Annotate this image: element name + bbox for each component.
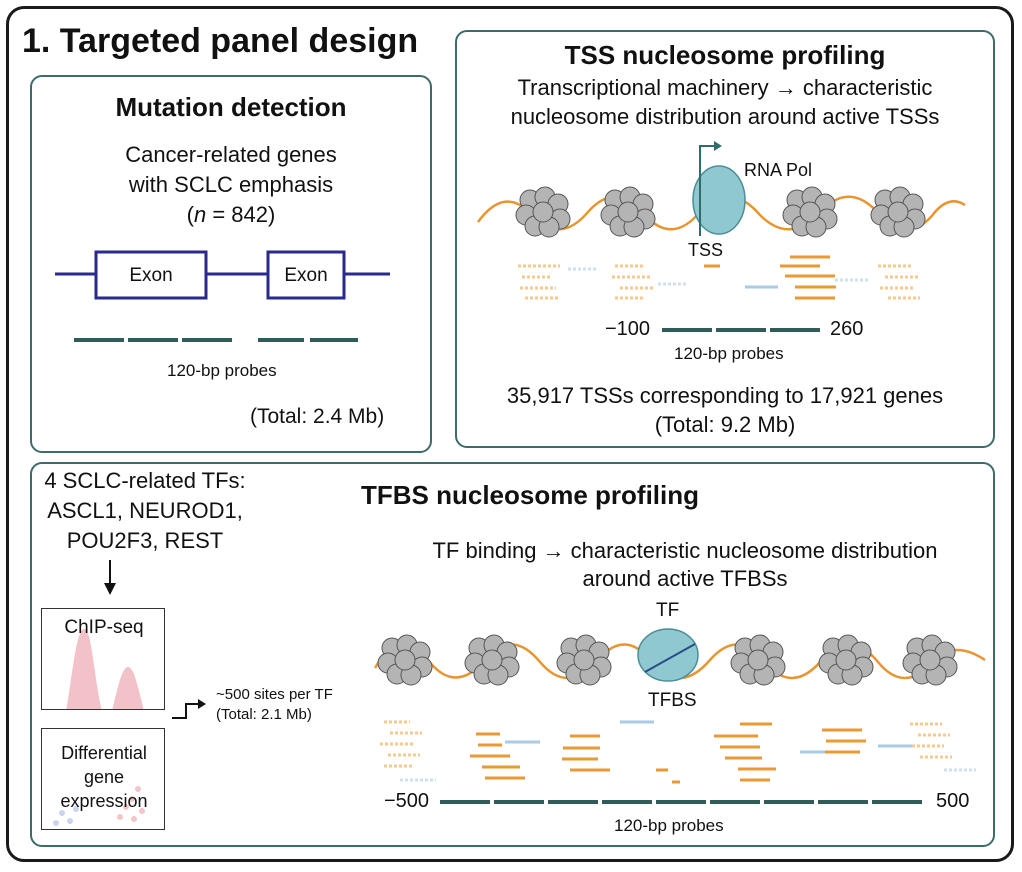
tss-arrow-icon [699,145,718,236]
exon-label-2: Exon [284,265,328,286]
diffexp-label-1: Differential [61,743,147,763]
rna-polymerase-icon [692,165,746,235]
exon-box-1 [94,250,208,300]
tss-site-label: TSS [688,240,724,260]
nucleosome-icon [464,634,520,686]
nucleosome-icon [377,634,433,686]
tss-probes-label: 120-bp probes [674,344,784,363]
tss-axis-right: 260 [830,318,864,340]
tf-list-line3: POU2F3, REST [66,528,224,553]
diffexp-scatter [53,786,145,826]
tf-label: TF [656,600,680,621]
chipseq-label: ChIP-seq [64,617,144,638]
tss-profiling-panel [455,30,995,448]
mutation-detection-panel [30,75,432,453]
tfbs-heading: TFBS nucleosome profiling [360,480,699,510]
tfbs-axis-left: −500 [384,790,430,812]
mutation-desc-line2: with SCLC emphasis [128,172,334,197]
exon-label-1: Exon [129,265,173,286]
sites-per-tf: ~500 sites per TF [216,686,333,703]
tf-list-line2: ASCL1, NEUROD1, [47,498,243,523]
nucleosome-icon [818,634,874,686]
diffexp-label-3: expression [60,791,148,811]
tss-summary: 35,917 TSSs corresponding to 17,921 gene… [506,383,944,408]
nucleosome-icon [730,634,786,686]
transcription-factor-icon [637,628,699,682]
figure-frame [6,6,1014,862]
tss-axis-left: −100 [605,318,651,340]
exon-box-2 [266,250,346,300]
mutation-probes-label: 120-bp probes [167,361,277,380]
mutation-heading: Mutation detection [115,92,347,122]
tfbs-axis-right: 500 [936,790,970,812]
diffexp-thumbnail: Differential gene expression [41,728,165,830]
tfbs-site-label: TFBS [648,690,697,711]
tss-heading: TSS nucleosome profiling [564,40,886,70]
diffexp-label-2: gene [83,767,125,787]
tss-total: (Total: 9.2 Mb) [654,412,796,437]
rna-pol-label: RNA Pol [744,160,813,180]
figure-title: 1. Targeted panel design [22,22,419,60]
tfbs-probes-label: 120-bp probes [614,816,724,835]
chipseq-peaks [66,629,144,709]
mutation-total: (Total: 2.4 Mb) [250,405,385,428]
gene-count: (n = 842) [186,202,276,227]
tfbs-desc-line2: around active TFBSs [582,566,788,591]
mutation-desc-line1: Cancer-related genes [125,142,337,167]
tss-desc-line2: nucleosome distribution around active TS… [510,104,940,129]
chipseq-thumbnail: ChIP-seq [41,608,165,710]
tfbs-fragments [380,720,976,784]
step-arrow-icon [172,703,200,719]
tss-desc-line1: Transcriptional machinery → characterist… [517,75,933,100]
tfbs-profiling-panel [30,462,995,847]
sites-total: (Total: 2.1 Mb) [216,706,312,723]
tss-fragments [518,255,920,300]
tf-list-line1: 4 SCLC-related TFs: [44,468,246,493]
tfbs-desc-line1: TF binding → characteristic nucleosome d… [432,538,938,563]
